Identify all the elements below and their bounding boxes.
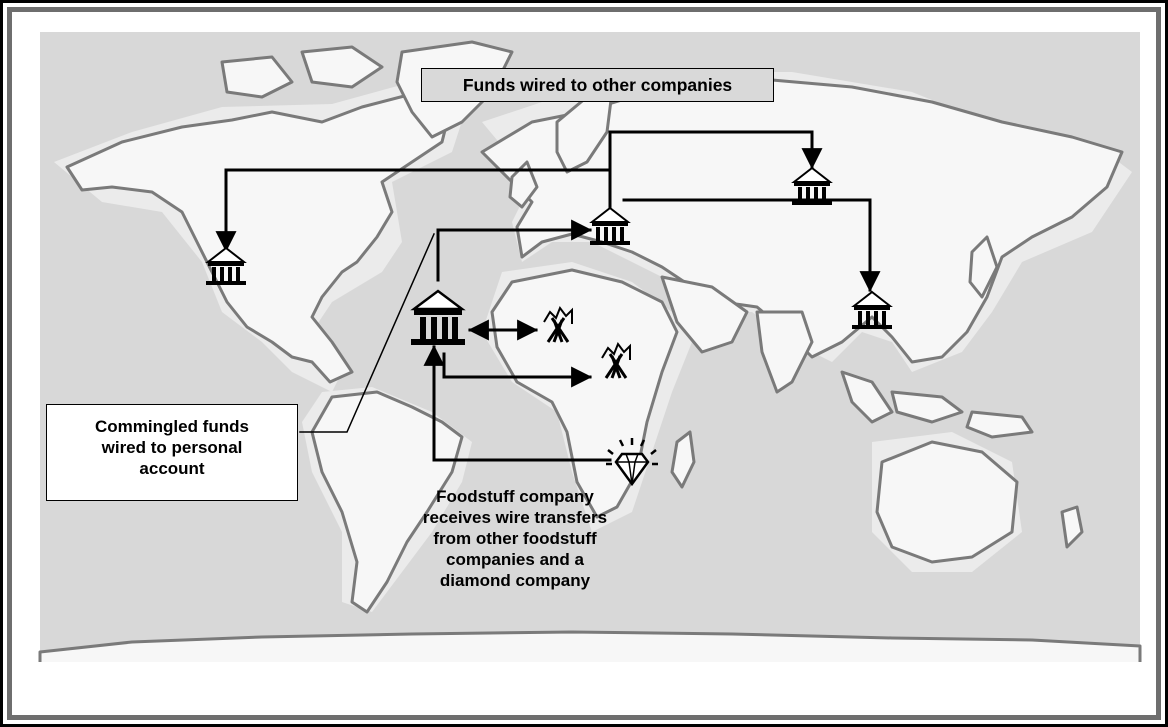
world-map: [12, 32, 1156, 715]
map-panel: Funds wired to other companies Commingle…: [7, 7, 1161, 720]
commingled-funds-label: Commingled funds wired to personal accou…: [46, 404, 298, 501]
foodstuff-company-label: Foodstuff company receives wire transfer…: [422, 487, 608, 590]
diamond-icon: [606, 438, 658, 487]
funds-wired-label: Funds wired to other companies: [421, 68, 774, 102]
